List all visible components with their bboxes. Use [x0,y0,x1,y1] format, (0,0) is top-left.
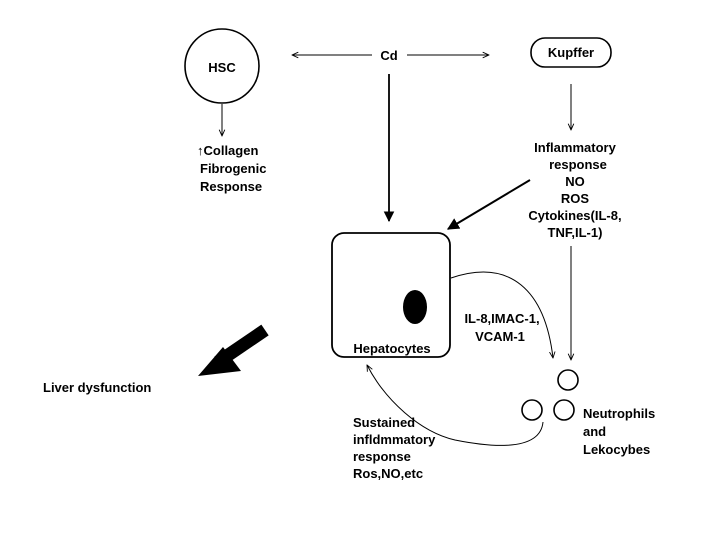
kupffer-effect-line-2: response [549,157,607,172]
neutrophil-cell-left [521,399,543,421]
kupffer-effect-line-6: TNF,IL-1) [548,225,603,240]
kupffer-effect-line-1: Inflammatory [534,140,616,155]
edge-inflammatory-to-hepatocytes [446,179,531,230]
adhesion-line-2: VCAM-1 [475,329,525,344]
hsc-node-circle [184,28,260,104]
sustained-line-1: Sustained [353,415,415,430]
block-arrow-to-liver-dysfunction [198,324,269,376]
sustained-line-2: infldmmatory [353,432,436,447]
sustained-line-3: response [353,449,411,464]
neutrophil-cell-top [557,369,579,391]
neutrophils-line-1: Neutrophils [583,406,655,421]
hepatocytes-label: Hepatocytes [353,341,430,356]
hsc-label: HSC [208,60,236,75]
edge-hepatocytes-to-neutrophils [450,271,553,358]
neutrophils-line-2: and [583,424,606,439]
hepatocytes-node-box [331,232,451,358]
kupffer-effect-line-4: ROS [561,191,590,206]
kupffer-node-box [530,37,612,68]
hsc-effect-line-1: ↑Collagen [197,143,258,158]
kupffer-effect-line-3: NO [565,174,585,189]
hepatocyte-nucleus [403,290,427,324]
edge-neutrophils-to-hepatocytes [367,365,544,446]
neutrophil-cell-right [553,399,575,421]
adhesion-line-1: IL-8,IMAC-1, [464,311,539,326]
kupffer-label: Kupffer [548,45,594,60]
hsc-effect-line-2: Fibrogenic [200,161,266,176]
liver-dysfunction-label: Liver dysfunction [43,380,151,395]
neutrophils-line-3: Lekocybes [583,442,650,457]
hsc-effect-line-3: Response [200,179,262,194]
sustained-line-4: Ros,NO,etc [353,466,423,481]
cd-label: Cd [380,48,397,63]
kupffer-effect-line-5: Cytokines(IL-8, [528,208,621,223]
